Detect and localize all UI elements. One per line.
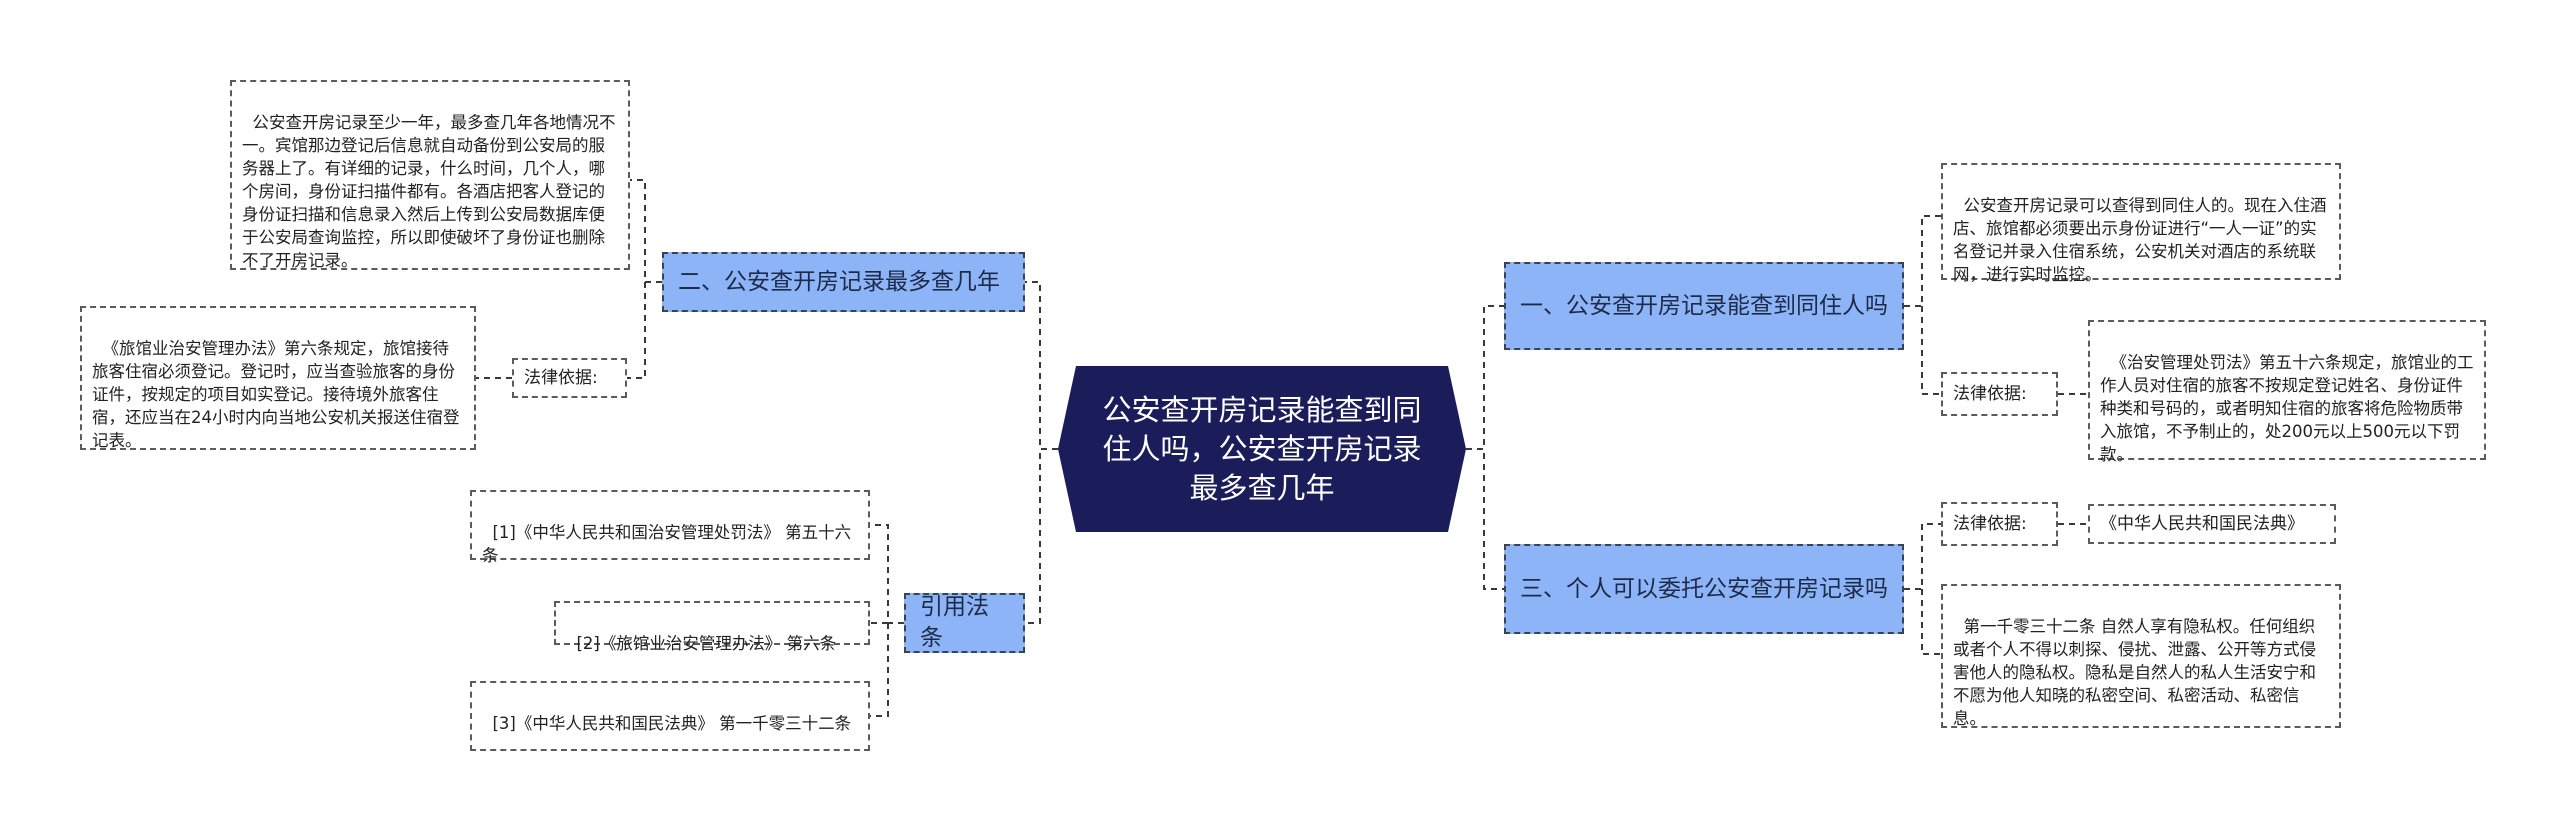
leaf-privacy-right-text: 第一千零三十二条 自然人享有隐私权。任何组织或者个人不得以刺探、侵扰、泄露、公开… <box>1953 617 2316 728</box>
connector-root-branch1 <box>1466 305 1504 450</box>
branch-entrust-query-title: 三、个人可以委托公安查开房记录吗 <box>1520 575 1888 602</box>
connector-root-branch2 <box>1025 281 1058 450</box>
law-basis-label-right-3[interactable]: 法律依据: <box>1941 502 2058 546</box>
connector-root-refs <box>1025 448 1058 624</box>
ref-item-3[interactable]: [3]《中华人民共和国民法典》 第一千零三十二条 <box>470 681 870 751</box>
branch-cohabitant-title: 一、公安查开房记录能查到同住人吗 <box>1520 292 1888 319</box>
leaf-hotel-regulation[interactable]: 《旅馆业治安管理办法》第六条规定，旅馆接待旅客住宿必须登记。登记时，应当查验旅客… <box>80 306 476 450</box>
leaf-max-years-detail-text: 公安查开房记录至少一年，最多查几年各地情况不一。宾馆那边登记后信息就自动备份到公… <box>242 113 616 270</box>
law-basis-label-left-text: 法律依据: <box>524 368 598 388</box>
connector-branch1-children <box>1904 215 1941 395</box>
law-basis-label-left[interactable]: 法律依据: <box>512 358 627 398</box>
ref-item-3-text: [3]《中华人民共和国民法典》 第一千零三十二条 <box>492 714 852 733</box>
connector-root-branch3 <box>1466 448 1504 590</box>
leaf-hotel-regulation-text: 《旅馆业治安管理办法》第六条规定，旅馆接待旅客住宿必须登记。登记时，应当查验旅客… <box>92 339 460 450</box>
ref-item-2-text: [2]《旅馆业治安管理办法》 第六条 <box>576 634 837 653</box>
connector-branch2-children <box>627 179 662 379</box>
leaf-max-years-detail[interactable]: 公安查开房记录至少一年，最多查几年各地情况不一。宾馆那边登记后信息就自动备份到公… <box>230 80 630 270</box>
ref-item-1[interactable]: [1]《中华人民共和国治安管理处罚法》 第五十六条 <box>470 490 870 565</box>
branch-max-years-title: 二、公安查开房记录最多查几年 <box>678 268 1000 295</box>
leaf-civil-code-source-text: 《中华人民共和国民法典》 <box>2100 514 2304 534</box>
root-topic[interactable]: 公安查开房记录能查到同住人吗，公安查开房记录最多查几年 <box>1058 366 1466 532</box>
leaf-cohabitant-detail[interactable]: 公安查开房记录可以查得到同住人的。现在入住酒店、旅馆都必须要出示身份证进行“一人… <box>1941 163 2341 284</box>
law-basis-label-right-3-text: 法律依据: <box>1953 514 2027 534</box>
branch-cited-laws[interactable]: 引用法条 <box>904 593 1025 653</box>
law-basis-label-right-1[interactable]: 法律依据: <box>1941 372 2058 416</box>
leaf-public-security-penalty-text: 《治安管理处罚法》第五十六条规定，旅馆业的工作人员对住宿的旅客不按规定登记姓名、… <box>2100 353 2474 464</box>
branch-cited-laws-title: 引用法条 <box>920 594 989 651</box>
leaf-cohabitant-detail-text: 公安查开房记录可以查得到同住人的。现在入住酒店、旅馆都必须要出示身份证进行“一人… <box>1953 196 2327 284</box>
ref-item-2[interactable]: [2]《旅馆业治安管理办法》 第六条 <box>554 601 870 653</box>
branch-max-years[interactable]: 二、公安查开房记录最多查几年 <box>662 252 1025 312</box>
leaf-privacy-right[interactable]: 第一千零三十二条 自然人享有隐私权。任何组织或者个人不得以刺探、侵扰、泄露、公开… <box>1941 584 2341 728</box>
ref-item-1-text: [1]《中华人民共和国治安管理处罚法》 第五十六条 <box>482 523 852 565</box>
law-basis-label-right-1-text: 法律依据: <box>1953 384 2027 404</box>
root-topic-title: 公安查开房记录能查到同住人吗，公安查开房记录最多查几年 <box>1102 392 1422 505</box>
branch-entrust-query[interactable]: 三、个人可以委托公安查开房记录吗 <box>1504 544 1904 634</box>
leaf-public-security-penalty[interactable]: 《治安管理处罚法》第五十六条规定，旅馆业的工作人员对住宿的旅客不按规定登记姓名、… <box>2088 320 2486 464</box>
branch-cohabitant[interactable]: 一、公安查开房记录能查到同住人吗 <box>1504 262 1904 350</box>
connector-refs-children <box>870 524 904 717</box>
connector-branch3-children <box>1904 523 1941 655</box>
leaf-civil-code-source[interactable]: 《中华人民共和国民法典》 <box>2088 504 2336 544</box>
